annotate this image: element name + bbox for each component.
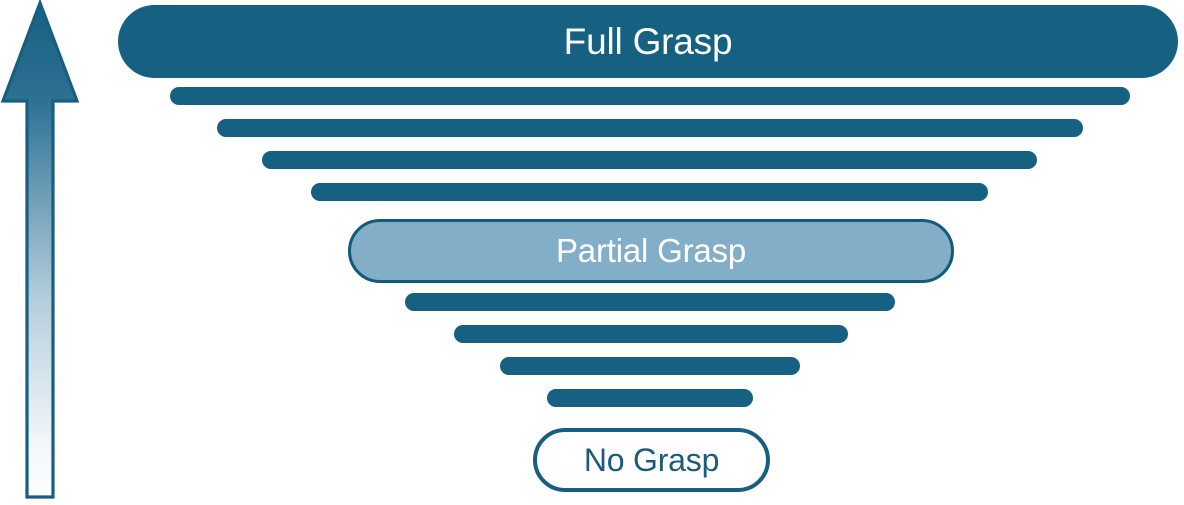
- funnel-rung-4: [311, 183, 988, 201]
- stage-no-grasp[interactable]: No Grasp: [533, 428, 770, 492]
- arrow-shape: [0, 0, 80, 499]
- upward-gradient-arrow: [0, 0, 82, 505]
- funnel-rung-2: [217, 119, 1083, 137]
- funnel-rung-6: [454, 325, 848, 343]
- funnel-rung-5: [405, 293, 895, 311]
- funnel-rung-7: [500, 357, 800, 375]
- stage-partial-grasp[interactable]: Partial Grasp: [348, 219, 954, 283]
- funnel-rung-1: [170, 87, 1130, 105]
- arrow-icon: [0, 0, 80, 499]
- funnel-rung-8: [547, 389, 753, 407]
- stage-full-grasp[interactable]: Full Grasp: [118, 5, 1178, 78]
- funnel-rung-3: [262, 151, 1037, 169]
